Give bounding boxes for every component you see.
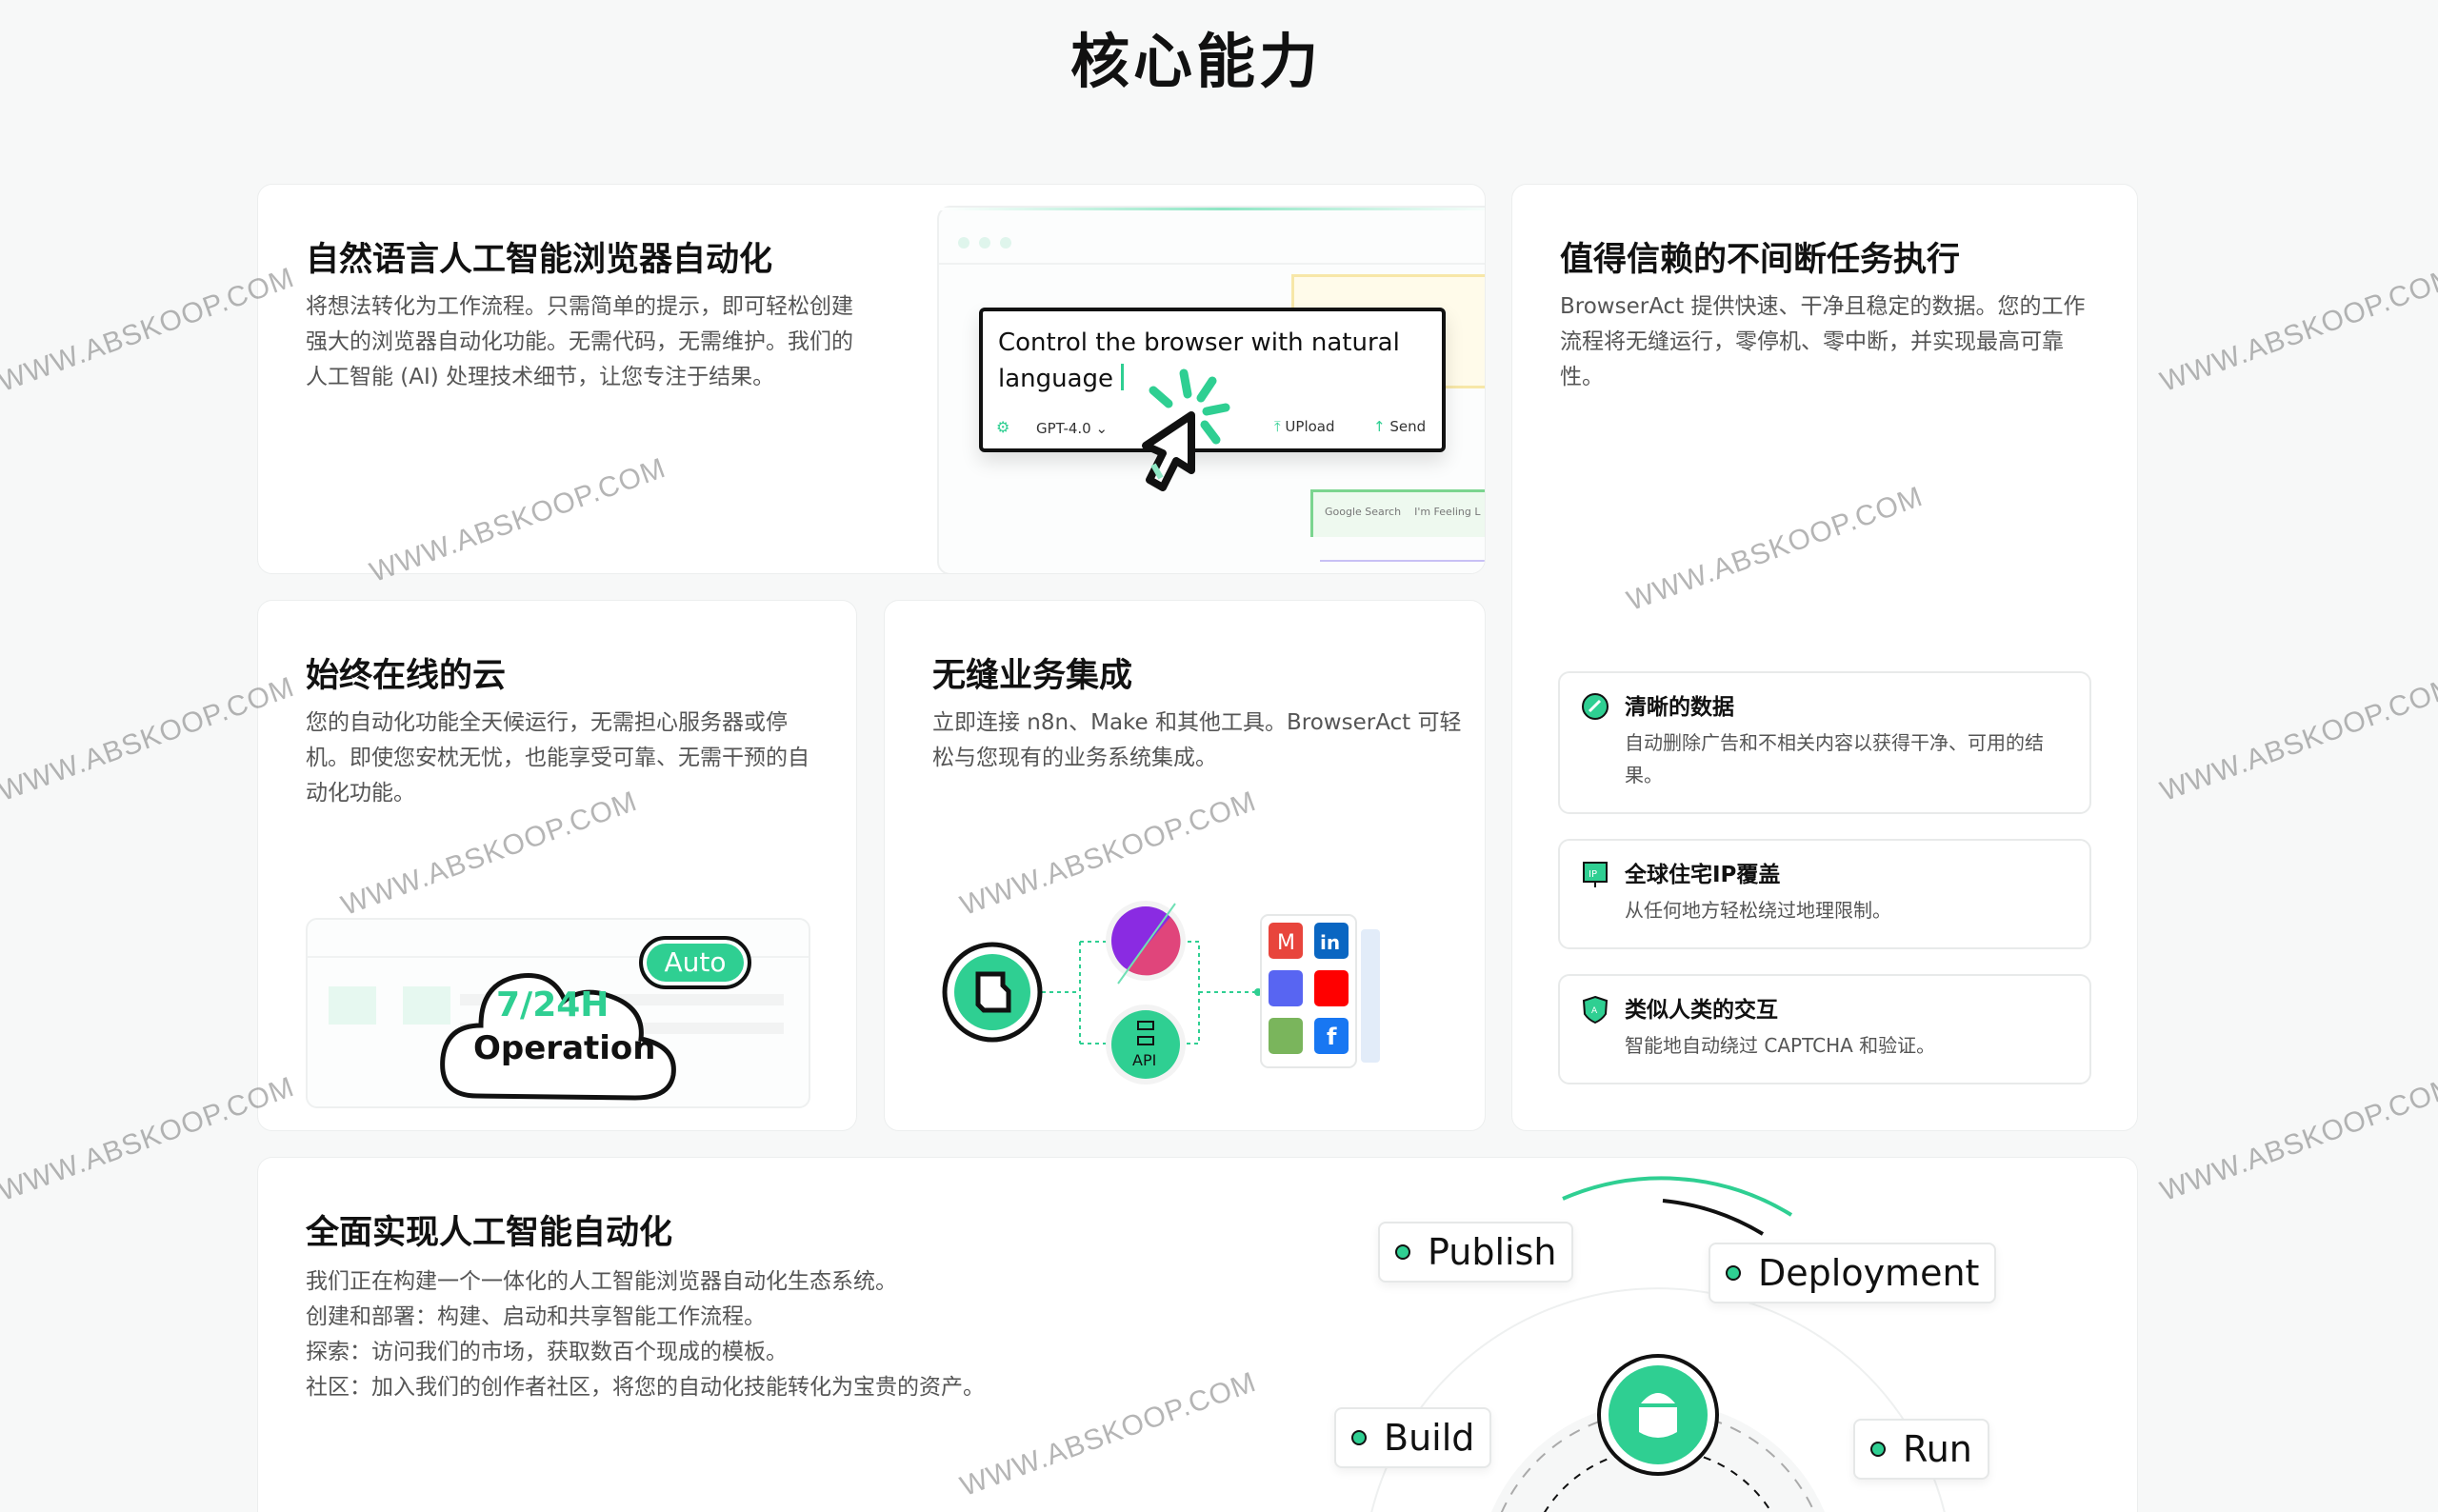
youtube-icon (1314, 970, 1349, 1006)
card-cloud: 始终在线的云 您的自动化功能全天候运行，无需担心服务器或停机。即使您安枕无忧，也… (257, 600, 857, 1131)
google-search-button-mock: Google Search I'm Feeling L (1310, 489, 1485, 537)
cloud-icon (440, 973, 676, 1101)
feature-desc: 从任何地方轻松绕过地理限制。 (1625, 899, 1891, 922)
prompt-text[interactable]: Control the browser with natural languag… (998, 328, 1400, 393)
window-dots (958, 234, 1015, 249)
card-full-ai: 全面实现人工智能自动化 我们正在构建一个一体化的人工智能浏览器自动化生态系统。 … (257, 1157, 2138, 1512)
shopify-icon (1269, 1018, 1303, 1054)
make-n8n-icon (1106, 901, 1186, 985)
chevron-down-icon: ⌄ (1095, 420, 1109, 437)
send-icon: ↑ (1373, 418, 1386, 435)
card-desc: 立即连接 n8n、Make 和其他工具。BrowserAct 可轻松与您现有的业… (932, 710, 1462, 770)
card-title: 自然语言人工智能浏览器自动化 (306, 241, 773, 279)
feature-clean-data: 清晰的数据 自动删除广告和不相关内容以获得干净、可用的结果。 (1558, 671, 2091, 814)
watermark: WWW.ABSKOOP.COM (2156, 1070, 2438, 1208)
feature-global-ip: IP 全球住宅IP覆盖 从任何地方轻松绕过地理限制。 (1558, 839, 2091, 949)
feature-title: 清晰的数据 (1625, 695, 1734, 720)
card-integration: 无缝业务集成 立即连接 n8n、Make 和其他工具。BrowserAct 可轻… (884, 600, 1486, 1131)
bug-icon (1597, 1354, 1719, 1476)
operation-label: Operation (473, 1029, 656, 1067)
cursor-click-icon (1142, 368, 1230, 491)
api-icon: API (1106, 1005, 1186, 1084)
feature-human-interaction: A 类似人类的交互 智能地自动绕过 CAPTCHA 和验证。 (1558, 974, 2091, 1084)
feature-title: 全球住宅IP覆盖 (1625, 863, 1781, 887)
google-search-label: Google Search (1325, 506, 1402, 518)
stage-build: Build (1334, 1407, 1492, 1468)
model-select[interactable]: GPT-4.0 ⌄ (1036, 420, 1109, 437)
desc-line: 探索：访问我们的市场，获取数百个现成的模板。 (306, 1340, 788, 1364)
clean-data-icon (1582, 693, 1609, 720)
auto-badge: Auto (639, 936, 751, 989)
svg-text:IP: IP (1589, 869, 1597, 880)
prompt-box[interactable]: Control the browser with natural languag… (979, 308, 1446, 452)
stage-deployment: Deployment (1709, 1243, 1997, 1303)
card-reliable: 值得信赖的不间断任务执行 BrowserAct 提供快速、干净且稳定的数据。您的… (1511, 184, 2138, 1131)
stage-publish: Publish (1378, 1222, 1574, 1283)
send-button[interactable]: ↑ Send (1373, 418, 1427, 435)
lifecycle-diagram (1370, 1176, 1946, 1512)
shield-icon: A (1582, 995, 1609, 1024)
watermark: WWW.ABSKOOP.COM (0, 670, 299, 808)
card-desc: BrowserAct 提供快速、干净且稳定的数据。您的工作流程将无缝运行，零停机… (1560, 294, 2086, 389)
facebook-icon (1314, 1018, 1349, 1054)
card-desc: 将想法转化为工作流程。只需简单的提示，即可轻松创建强大的浏览器自动化功能。无需代… (306, 294, 853, 389)
watermark: WWW.ABSKOOP.COM (2156, 261, 2438, 399)
hours-label: 7/24H (496, 985, 610, 1025)
card-desc: 我们正在构建一个一体化的人工智能浏览器自动化生态系统。 创建和部署：构建、启动和… (306, 1264, 1163, 1405)
integration-diagram: API M in f (942, 901, 1380, 1084)
browseract-logo-icon (942, 942, 1043, 1043)
linkedin-icon (1314, 923, 1349, 959)
desc-line: 创建和部署：构建、启动和共享智能工作流程。 (306, 1304, 766, 1329)
svg-text:M: M (1277, 931, 1295, 955)
card-title: 全面实现人工智能自动化 (306, 1214, 673, 1252)
card-nl-automation: 自然语言人工智能浏览器自动化 将想法转化为工作流程。只需简单的提示，即可轻松创建… (257, 184, 1486, 574)
ip-sign-icon: IP (1583, 862, 1608, 887)
svg-text:f: f (1327, 1024, 1337, 1050)
card-title: 值得信赖的不间断任务执行 (1560, 241, 1961, 279)
watermark: WWW.ABSKOOP.COM (0, 261, 299, 399)
svg-text:API: API (1132, 1051, 1156, 1069)
card-title: 始终在线的云 (306, 657, 507, 695)
watermark: WWW.ABSKOOP.COM (2156, 670, 2438, 808)
desc-line: 我们正在构建一个一体化的人工智能浏览器自动化生态系统。 (306, 1269, 897, 1294)
svg-text:A: A (1591, 1006, 1598, 1016)
upload-button[interactable]: ⤒ UPload (1274, 418, 1335, 435)
feature-title: 类似人类的交互 (1625, 998, 1778, 1023)
feature-desc: 智能地自动绕过 CAPTCHA 和验证。 (1625, 1034, 1936, 1057)
upload-icon: ⤒ (1274, 418, 1281, 435)
discord-icon (1269, 970, 1303, 1006)
watermark: WWW.ABSKOOP.COM (0, 1070, 299, 1208)
card-desc: 您的自动化功能全天候运行，无需担心服务器或停机。即使您安枕无忧，也能享受可靠、无… (306, 710, 809, 806)
stage-run: Run (1853, 1419, 1989, 1480)
page-title: 核心能力 (1069, 27, 1322, 96)
card-title: 无缝业务集成 (932, 657, 1133, 695)
desc-line: 社区：加入我们的创作者社区，将您的自动化技能转化为宝贵的资产。 (306, 1375, 985, 1400)
svg-text:in: in (1320, 931, 1340, 954)
gmail-icon (1269, 923, 1303, 959)
app-grid: M in f (1269, 923, 1380, 1063)
feeling-lucky-label: I'm Feeling L (1414, 506, 1481, 518)
gear-icon[interactable]: ⚙ (996, 418, 1010, 436)
feature-desc: 自动删除广告和不相关内容以获得干净、可用的结果。 (1625, 731, 2044, 786)
